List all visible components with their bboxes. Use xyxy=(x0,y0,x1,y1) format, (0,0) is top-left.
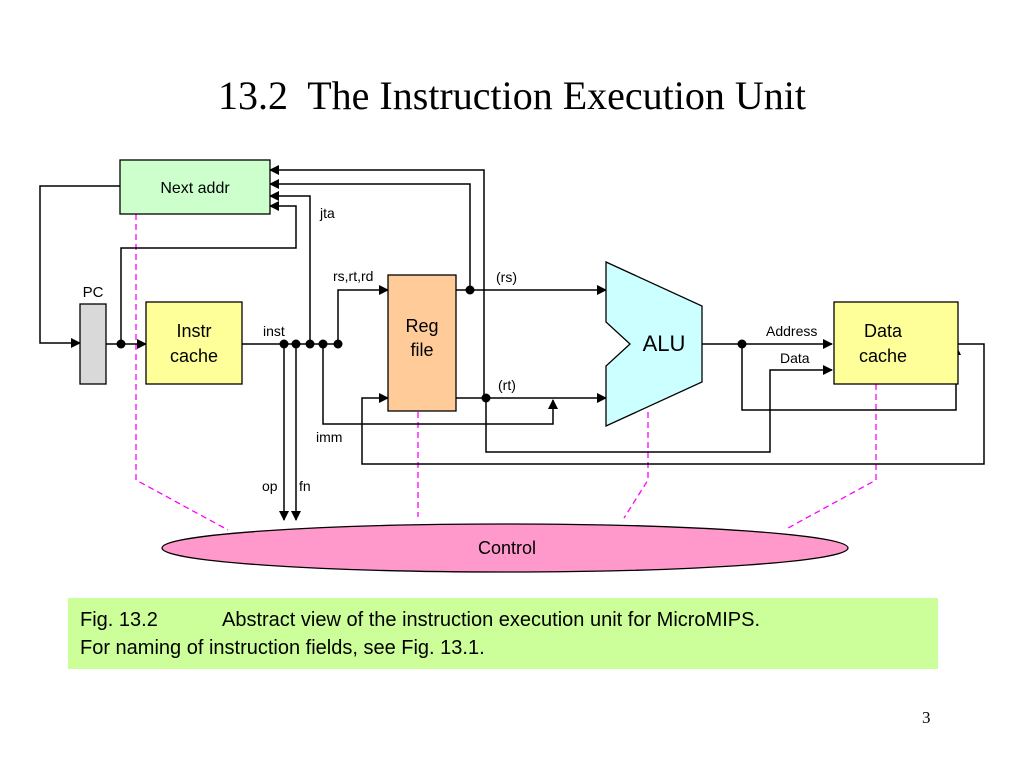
caption-fig-label: Fig. 13.2 xyxy=(80,609,158,631)
data-label: Data xyxy=(780,350,810,366)
rs-rt-rd-label: rs,rt,rd xyxy=(333,268,373,284)
control-links xyxy=(135,214,877,531)
op-label: op xyxy=(262,478,278,494)
inst-label: inst xyxy=(263,323,285,339)
wire-rs-rt-rd xyxy=(337,285,389,344)
wire-jta xyxy=(269,191,311,344)
next-addr-label: Next addr xyxy=(160,180,230,197)
caption-text-1: Abstract view of the instruction executi… xyxy=(222,609,760,631)
instr-cache-block: Instr cache xyxy=(145,301,243,385)
junction-dots xyxy=(116,285,747,403)
data-cache-label-line2: cache xyxy=(859,346,907,366)
data-cache-block: Data cache xyxy=(833,301,959,385)
reg-file-label-line2: file xyxy=(410,340,433,360)
wire-rs-to-next-addr xyxy=(269,179,471,290)
control-link-alu xyxy=(623,412,649,519)
jta-label: jta xyxy=(319,205,335,221)
instr-cache-label-line1: Instr xyxy=(176,321,211,341)
alu-label: ALU xyxy=(643,331,686,356)
wire-data-cache-writeback xyxy=(361,343,985,465)
caption-line-2: For naming of instruction fields, see Fi… xyxy=(80,637,485,659)
wire-next-addr-to-pc xyxy=(39,185,120,348)
instr-cache-label-line2: cache xyxy=(170,346,218,366)
address-label: Address xyxy=(766,323,817,339)
control-link-data-cache xyxy=(787,384,877,529)
rs-value-label: (rs) xyxy=(496,269,517,285)
wire-feedback-next-addr xyxy=(269,165,485,398)
reg-file-label-line1: Reg xyxy=(405,316,438,336)
signal-labels: jta inst rs,rt,rd (rs) (rt) imm op fn Ad… xyxy=(262,205,817,494)
figure-caption: Fig. 13.2 Abstract view of the instructio… xyxy=(68,598,938,669)
wire-pc-to-next-addr xyxy=(120,201,297,344)
control-link-next-addr xyxy=(135,214,229,531)
imm-label: imm xyxy=(316,429,342,445)
wire-rt-to-data-cache xyxy=(485,365,833,453)
next-addr-block: Next addr xyxy=(119,159,271,215)
slide-title: 13.2 The Instruction Execution Unit xyxy=(217,73,807,118)
fn-label: fn xyxy=(299,478,311,494)
wire-imm xyxy=(322,344,558,425)
execution-unit-diagram: Next addr PC Instr cache Reg file ALU Da… xyxy=(39,159,985,573)
wires xyxy=(39,165,985,521)
pc-label: PC xyxy=(83,284,104,301)
control-label: Control xyxy=(478,538,536,558)
page-number: 3 xyxy=(922,708,931,727)
caption-line-1: Fig. 13.2 Abstract view of the instructio… xyxy=(80,606,926,634)
rt-value-label: (rt) xyxy=(498,377,516,393)
control-block: Control xyxy=(161,523,849,573)
pc-block: PC xyxy=(79,284,107,385)
reg-file-block: Reg file xyxy=(387,274,457,412)
alu-block: ALU xyxy=(605,260,703,428)
data-cache-label-line1: Data xyxy=(864,321,903,341)
